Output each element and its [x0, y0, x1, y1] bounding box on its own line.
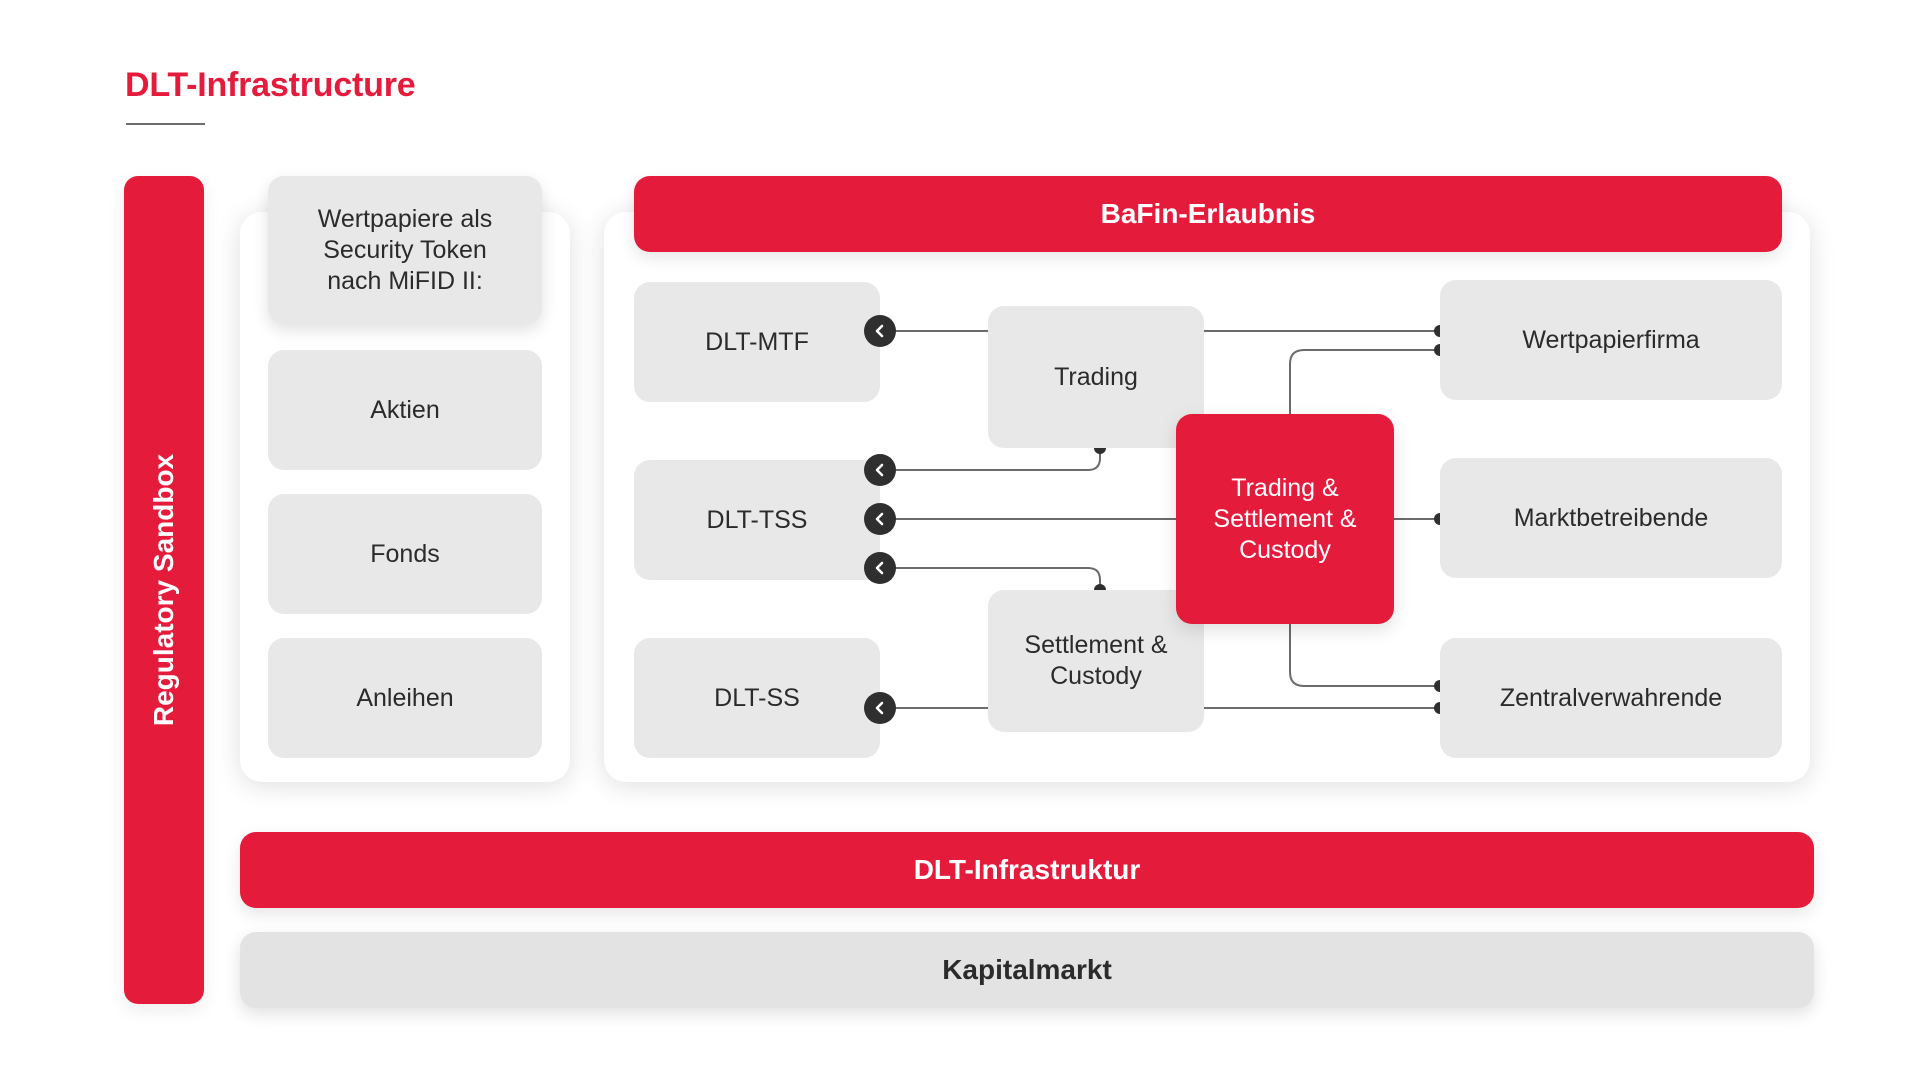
page-title: DLT-Infrastructure [125, 66, 416, 104]
trading-settlement-custody-box: Trading & Settlement & Custody [1176, 414, 1394, 624]
chevron-left-icon [864, 503, 896, 535]
security-item-aktien: Aktien [268, 350, 542, 470]
settlement-custody-box: Settlement & Custody [988, 590, 1204, 732]
trading-settlement-custody-label: Trading & Settlement & Custody [1213, 473, 1357, 564]
security-item-label: Fonds [370, 539, 440, 568]
regulatory-sandbox-bar [124, 176, 204, 1004]
dlt-box-label: DLT-TSS [706, 505, 808, 534]
dlt-mtf-box: DLT-MTF [634, 282, 880, 402]
dlt-box-label: DLT-MTF [705, 327, 809, 356]
entity-label: Marktbetreibende [1513, 503, 1709, 532]
kapitalmarkt-label: Kapitalmarkt [942, 954, 1112, 985]
chevron-left-icon [864, 552, 896, 584]
trading-label: Trading [1054, 362, 1138, 391]
entity-label: Wertpapierfirma [1522, 325, 1700, 354]
bafin-banner: BaFin-Erlaubnis [634, 176, 1782, 252]
security-item-label: Aktien [370, 395, 440, 424]
chevron-left-icon [864, 315, 896, 347]
dlt-infrastruktur-bar: DLT-Infrastruktur [240, 832, 1814, 908]
title-underline [126, 123, 205, 125]
securities-header-text: Wertpapiere als Security Token nach MiFI… [317, 204, 493, 295]
kapitalmarkt-bar: Kapitalmarkt [240, 932, 1814, 1008]
connector-line [1289, 349, 1440, 414]
settlement-custody-label: Settlement & Custody [1024, 631, 1168, 690]
dlt-box-label: DLT-SS [714, 683, 800, 712]
entity-marktbetreibende: Marktbetreibende [1440, 458, 1782, 578]
chevron-left-icon [864, 454, 896, 486]
bafin-banner-label: BaFin-Erlaubnis [1100, 198, 1316, 229]
connector-line [880, 448, 1101, 471]
entity-label: Zentralverwahrende [1499, 683, 1723, 712]
dlt-ss-box: DLT-SS [634, 638, 880, 758]
security-item-fonds: Fonds [268, 494, 542, 614]
dlt-infrastruktur-label: DLT-Infrastruktur [913, 854, 1141, 885]
dlt-tss-box: DLT-TSS [634, 460, 880, 580]
security-item-anleihen: Anleihen [268, 638, 542, 758]
connector-line [1289, 624, 1440, 687]
entity-zentralverwahrende: Zentralverwahrende [1440, 638, 1782, 758]
entity-wertpapierfirma: Wertpapierfirma [1440, 280, 1782, 400]
securities-header-box: Wertpapiere als Security Token nach MiFI… [268, 176, 542, 324]
security-item-label: Anleihen [356, 683, 454, 712]
chevron-left-icon [864, 692, 896, 724]
connector-line [880, 567, 1101, 590]
trading-box: Trading [988, 306, 1204, 448]
